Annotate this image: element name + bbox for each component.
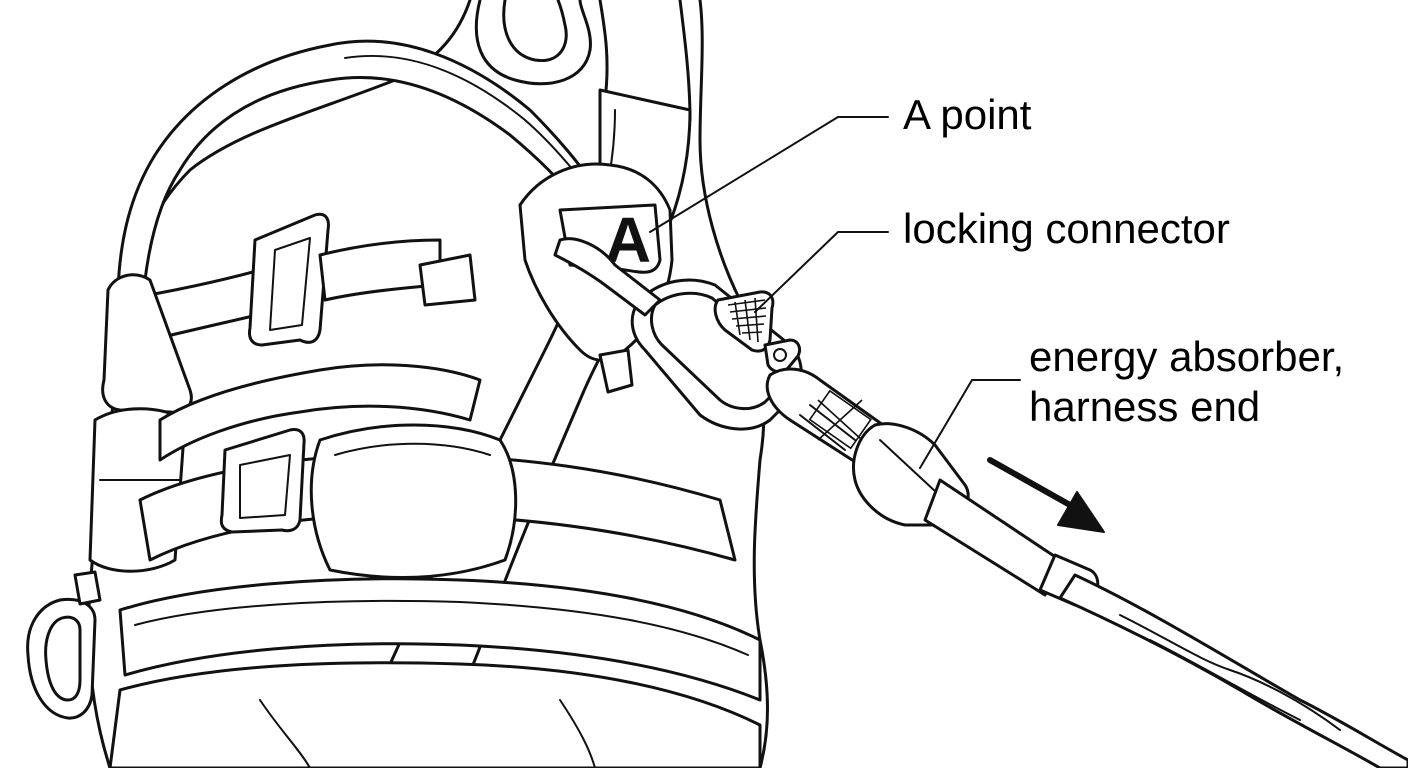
left-shoulder-strap xyxy=(116,39,592,292)
leader-locking-connector xyxy=(754,231,889,313)
leader-energy-absorber xyxy=(919,379,1021,469)
arrow-icon xyxy=(987,457,1105,533)
label-energy-absorber-line1: energy absorber, xyxy=(1029,333,1345,380)
label-a-point: A point xyxy=(903,91,1032,138)
side-d-ring xyxy=(26,570,102,720)
waist-belt xyxy=(138,423,737,579)
energy-absorber xyxy=(765,367,1408,768)
label-energy-absorber-line2: harness end xyxy=(1029,383,1261,430)
leader-a-point xyxy=(649,116,889,233)
chest-strap xyxy=(118,212,477,347)
hip-padding xyxy=(108,577,762,768)
label-locking-connector: locking connector xyxy=(903,205,1230,252)
locking-carabiner xyxy=(553,237,803,431)
